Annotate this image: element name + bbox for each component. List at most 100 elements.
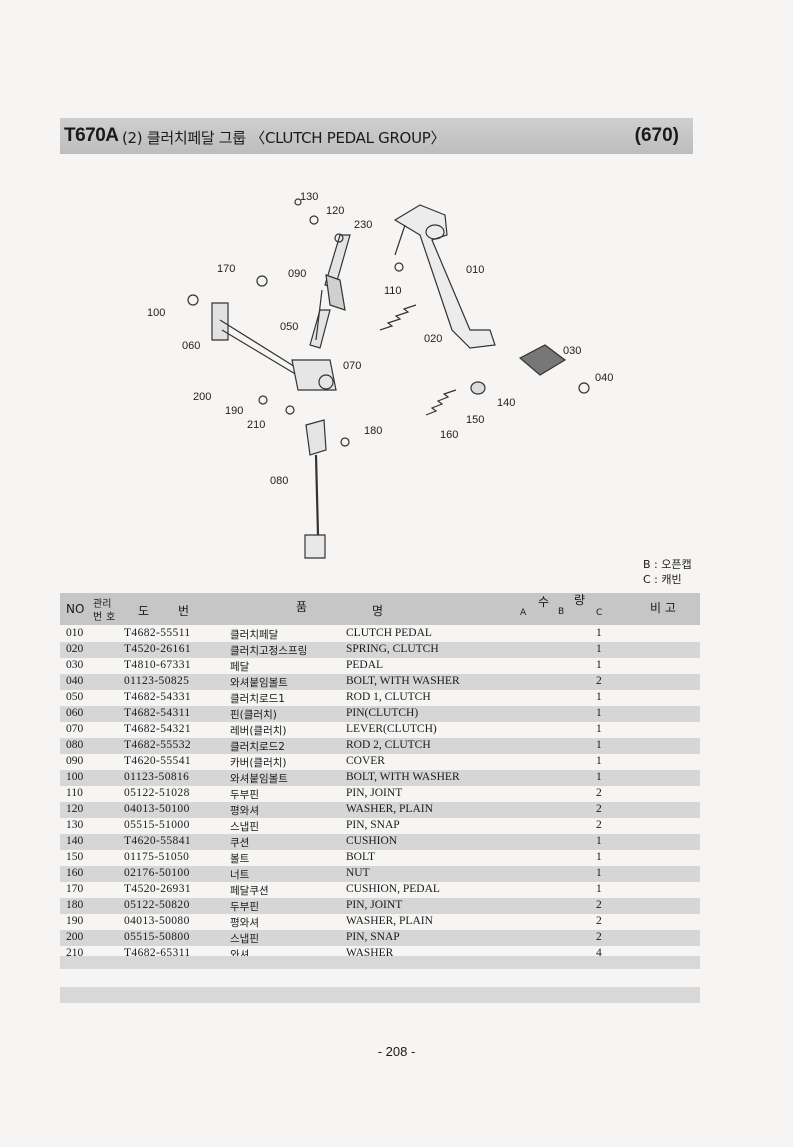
cell-qty: 2: [596, 675, 602, 687]
cell-no: 190: [66, 915, 84, 927]
cell-part-number: T4810-67331: [124, 659, 192, 671]
cell-no: 050: [66, 691, 84, 703]
cell-no: 130: [66, 819, 84, 831]
cell-no: 090: [66, 755, 84, 767]
section-header: T670A (2) 클러치페달 그룹 〈CLUTCH PEDAL GROUP〉 …: [60, 118, 693, 154]
col-no: NO: [66, 602, 85, 616]
callout-label: 190: [225, 405, 243, 417]
cell-name-english: PEDAL: [346, 659, 384, 671]
cell-part-number: T4682-55532: [124, 739, 192, 751]
cell-qty: 1: [596, 691, 602, 703]
cell-name-english: NUT: [346, 867, 370, 879]
legend-b: B : 오픈캡: [643, 558, 692, 571]
legend-c: C : 캐빈: [643, 573, 682, 586]
cell-qty: 1: [596, 851, 602, 863]
cell-qty: 4: [596, 947, 602, 959]
cell-no: 040: [66, 675, 84, 687]
cell-no: 170: [66, 883, 84, 895]
cell-part-number: T4682-54331: [124, 691, 192, 703]
cell-name-english: CUSHION, PEDAL: [346, 883, 440, 895]
cell-qty: 1: [596, 707, 602, 719]
cell-qty: 2: [596, 899, 602, 911]
callout-label: 030: [563, 345, 581, 357]
cell-name-english: BOLT: [346, 851, 375, 863]
cell-no: 010: [66, 627, 84, 639]
col-drawing-2: 번: [178, 604, 190, 618]
table-row: 070 T4682-54321 레버(클러치) LEVER(CLUTCH) 1: [60, 722, 700, 738]
cell-name-english: LEVER(CLUTCH): [346, 723, 437, 735]
cell-no: 080: [66, 739, 84, 751]
cell-qty: 1: [596, 659, 602, 671]
cell-part-number: 05515-50800: [124, 931, 190, 943]
cell-name-korean: 두부핀: [230, 789, 259, 801]
cell-name-korean: 클러치로드2: [230, 741, 285, 753]
cell-part-number: 05122-50820: [124, 899, 190, 911]
table-row: 190 04013-50080 평와셔 WASHER, PLAIN 2: [60, 914, 700, 930]
cell-part-number: T4682-54321: [124, 723, 192, 735]
cell-no: 150: [66, 851, 84, 863]
cell-part-number: 02176-50100: [124, 867, 190, 879]
cell-qty: 2: [596, 787, 602, 799]
cell-name-korean: 평와셔: [230, 917, 259, 929]
callout-label: 110: [384, 285, 402, 297]
callout-label: 060: [182, 340, 200, 352]
cell-part-number: 05515-51000: [124, 819, 190, 831]
cell-name-korean: 클러치페달: [230, 629, 279, 641]
callout-label: 140: [497, 397, 515, 409]
cell-name-english: WASHER, PLAIN: [346, 915, 433, 927]
col-mgmt-bottom-1: 번: [93, 612, 103, 623]
col-qty-1: 수: [538, 595, 550, 609]
cell-no: 070: [66, 723, 84, 735]
cell-name-korean: 레버(클러치): [230, 725, 287, 737]
col-mgmt-top: 관리: [93, 599, 112, 610]
callout-label: 090: [288, 268, 306, 280]
cell-qty: 2: [596, 803, 602, 815]
cell-part-number: T4620-55841: [124, 835, 192, 847]
cell-name-korean: 와셔붙임볼트: [230, 773, 288, 785]
cell-qty: 1: [596, 723, 602, 735]
cell-name-korean: 너트: [230, 869, 250, 881]
callout-label: 010: [466, 264, 484, 276]
cell-no: 120: [66, 803, 84, 815]
cell-part-number: T4682-55511: [124, 627, 191, 639]
cell-name-english: PIN, JOINT: [346, 787, 403, 799]
cell-no: 160: [66, 867, 84, 879]
col-qty-c: C: [596, 608, 603, 618]
cell-qty: 2: [596, 915, 602, 927]
cell-name-korean: 쿠션: [230, 837, 250, 849]
cell-name-korean: 스냅핀: [230, 933, 259, 945]
cell-name-english: PIN, JOINT: [346, 899, 403, 911]
col-remarks: 비 고: [650, 601, 676, 615]
callout-label: 020: [424, 333, 442, 345]
col-name-2: 명: [372, 604, 384, 618]
cell-part-number: T4620-55541: [124, 755, 192, 767]
cell-part-number: 05122-51028: [124, 787, 190, 799]
cell-name-korean: 스냅핀: [230, 821, 259, 833]
group-title: (2) 클러치페달 그룹 〈CLUTCH PEDAL GROUP〉: [122, 129, 446, 147]
cell-no: 140: [66, 835, 84, 847]
cell-name-english: ROD 2, CLUTCH: [346, 739, 431, 751]
cell-name-english: PIN(CLUTCH): [346, 707, 419, 719]
cell-qty: 2: [596, 931, 602, 943]
cell-no: 030: [66, 659, 84, 671]
cell-name-korean: 와셔붙임볼트: [230, 677, 288, 689]
cell-qty: 1: [596, 835, 602, 847]
cell-name-english: PIN, SNAP: [346, 931, 400, 943]
cell-part-number: 04013-50080: [124, 915, 190, 927]
cell-name-korean: 페달쿠션: [230, 885, 269, 897]
cell-no: 020: [66, 643, 84, 655]
cell-part-number: 01123-50825: [124, 675, 190, 687]
cell-name-english: COVER: [346, 755, 385, 767]
cell-name-english: CLUTCH PEDAL: [346, 627, 432, 639]
exploded-parts-diagram: 130 120 230 170 090 110 010 100 050 020 …: [0, 180, 793, 580]
cell-no: 110: [66, 787, 83, 799]
